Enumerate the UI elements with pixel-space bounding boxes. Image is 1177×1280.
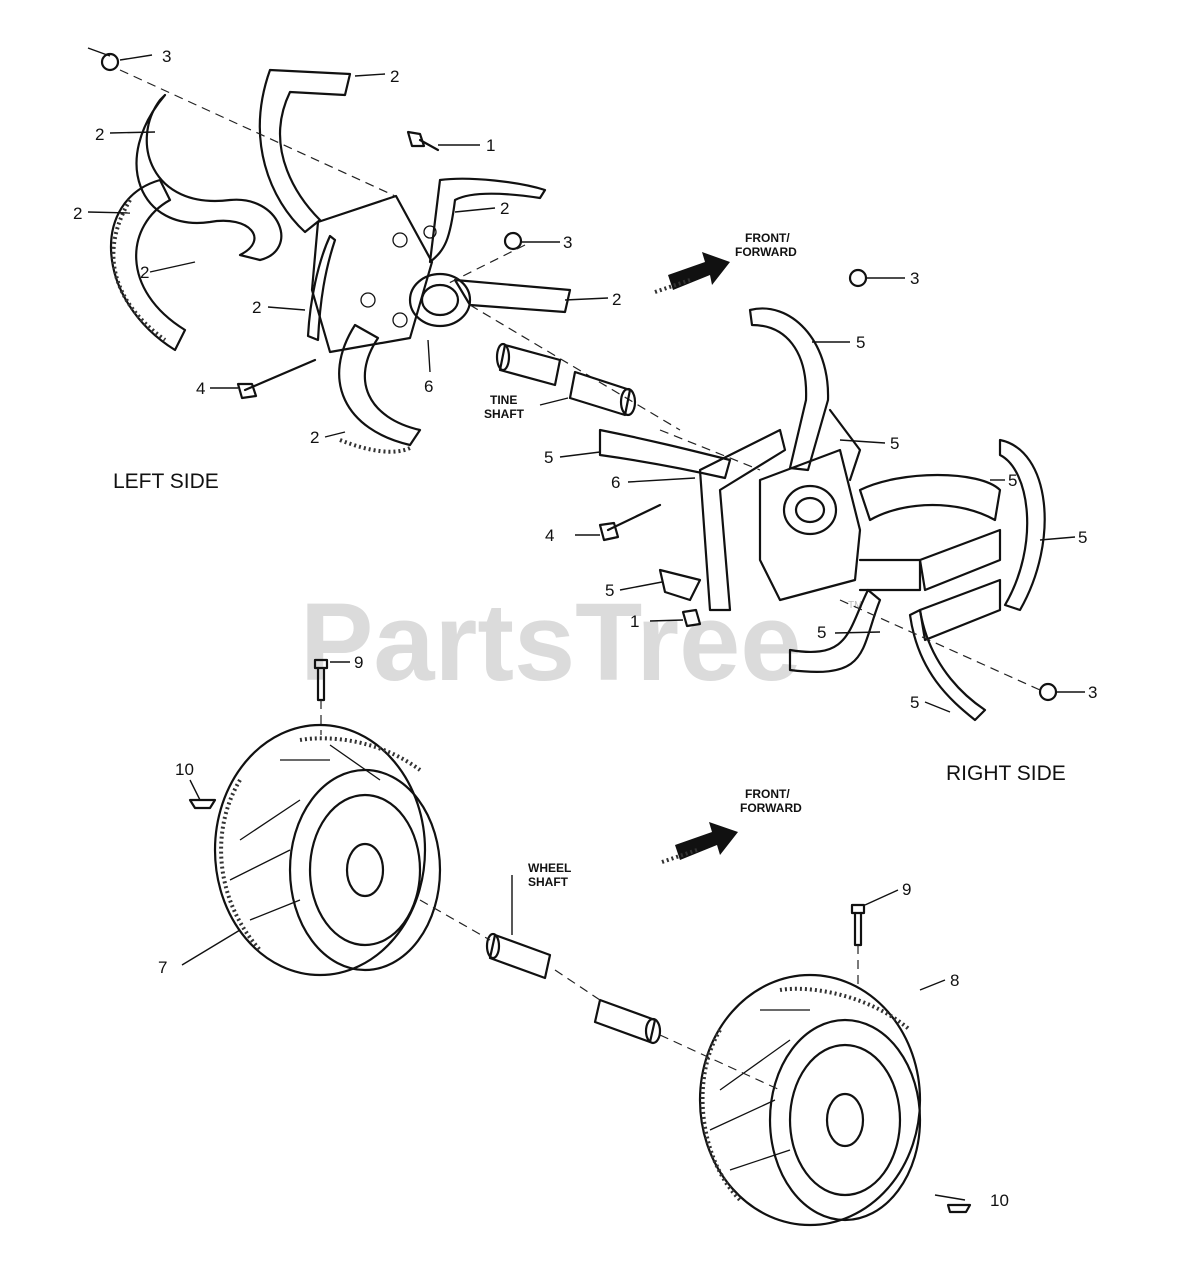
left-wheel-hub (345, 842, 385, 898)
callout-5-d: 5 (1078, 528, 1087, 547)
right-tire-outer (698, 973, 922, 1227)
right-tine-1 (748, 307, 830, 472)
left-hairpin-clip (188, 798, 217, 810)
front-forward-bottom-line1: FRONT/ (745, 787, 790, 801)
left-side-label: LEFT SIDE (113, 470, 219, 493)
right-tine-4 (858, 473, 1002, 522)
wheel-shaft-label-line2: SHAFT (528, 875, 569, 889)
right-wheel-hub (825, 1092, 865, 1148)
front-forward-top-line2: FORWARD (735, 245, 797, 259)
left-tine-2 (109, 178, 187, 352)
callout-3-mid: 3 (563, 233, 572, 252)
right-tine-2 (598, 428, 732, 480)
right-wheel (698, 973, 922, 1227)
right-frame-bracket (698, 428, 787, 612)
left-tine-3 (258, 68, 352, 234)
callout-2-mid-b: 2 (252, 298, 261, 317)
right-tine-assembly (598, 268, 1058, 722)
right-hub-collar (782, 484, 838, 536)
right-hub-plate (758, 448, 862, 602)
callout-2-left-c: 2 (140, 263, 149, 282)
left-tine-7 (306, 234, 337, 342)
right-frame-support (858, 558, 922, 592)
callout-10-left: 10 (175, 760, 194, 779)
left-tine-4 (428, 177, 547, 264)
front-forward-bottom-line2: FORWARD (740, 801, 802, 815)
callout-7: 7 (158, 958, 167, 977)
wheel-shaft (419, 899, 781, 1091)
front-forward-arrow-bottom (661, 822, 738, 864)
tine-shaft (495, 342, 637, 417)
right-tine-3 (828, 408, 862, 482)
left-hub-bore (420, 283, 460, 317)
right-wheel-pin (850, 903, 866, 990)
leader-lines (87, 47, 1085, 1201)
callout-5-c: 5 (1008, 471, 1017, 490)
callout-3-right: 3 (910, 269, 919, 288)
callouts: 3 2 2 1 2 2 3 2 2 2 6 4 2 5 3 5 5 6 5 4 … (73, 47, 1097, 1210)
left-wheel-rim (308, 793, 422, 947)
callout-5-top: 5 (856, 333, 865, 352)
callout-2-bottom: 2 (310, 428, 319, 447)
right-short-bolt (681, 608, 702, 628)
right-nut-bottom (1038, 682, 1058, 702)
left-hub-plate (310, 194, 434, 354)
left-tire-outer (213, 723, 427, 977)
callout-5-b: 5 (890, 434, 899, 453)
text-labels: FRONT/ FORWARD FRONT/ FORWARD TINE SHAFT… (113, 231, 1066, 889)
right-nut-top (848, 268, 868, 288)
callout-9-right: 9 (902, 880, 911, 899)
callout-4-left: 4 (196, 379, 205, 398)
right-tine-tip (658, 568, 702, 602)
callout-8: 8 (950, 971, 959, 990)
callout-6-left: 6 (424, 377, 433, 396)
left-tine-assembly (100, 52, 681, 454)
left-tine-5 (453, 278, 572, 314)
callout-2-right: 2 (612, 290, 621, 309)
left-nut-mid (503, 231, 523, 251)
watermark-trademark: TM (848, 600, 862, 611)
tine-shaft-label-line2: SHAFT (484, 407, 525, 421)
callout-1-right: 1 (630, 612, 639, 631)
left-wheel (213, 723, 442, 977)
callout-5-e: 5 (605, 581, 614, 600)
callout-3-bottomright: 3 (1088, 683, 1097, 702)
left-nut-top (100, 52, 120, 72)
right-tine-6 (788, 588, 882, 673)
tine-shaft-label-line1: TINE (490, 393, 517, 407)
callout-10-right: 10 (990, 1191, 1009, 1210)
right-side-label: RIGHT SIDE (946, 762, 1066, 785)
left-hub-collar (408, 272, 472, 328)
callout-5-a: 5 (544, 448, 553, 467)
front-forward-top-line1: FRONT/ (745, 231, 790, 245)
callout-2-left-a: 2 (95, 125, 104, 144)
callout-9-left: 9 (354, 653, 363, 672)
left-tine-6 (338, 323, 422, 447)
callout-2-top-a: 2 (390, 67, 399, 86)
watermark: PartsTree TM (300, 581, 862, 704)
callout-4-right: 4 (545, 526, 554, 545)
right-hairpin-clip (946, 1203, 972, 1214)
wheel-shaft-label-line1: WHEEL (528, 861, 571, 875)
callout-5-f: 5 (817, 623, 826, 642)
left-long-bolt (243, 358, 317, 392)
callout-6-right: 6 (611, 473, 620, 492)
right-tine-7 (908, 608, 987, 722)
right-long-bolt (606, 503, 662, 532)
front-forward-arrow-top (654, 252, 730, 294)
callout-3-topleft: 3 (162, 47, 171, 66)
callout-2-left-b: 2 (73, 204, 82, 223)
callout-5-g: 5 (910, 693, 919, 712)
right-wheel-rim (788, 1043, 902, 1197)
callout-2-mid-a: 2 (500, 199, 509, 218)
left-wheel-pin (313, 658, 329, 735)
right-tine-5 (998, 438, 1046, 612)
watermark-text: PartsTree (300, 581, 801, 704)
callout-1-top: 1 (486, 136, 495, 155)
left-tine-1 (135, 93, 283, 262)
